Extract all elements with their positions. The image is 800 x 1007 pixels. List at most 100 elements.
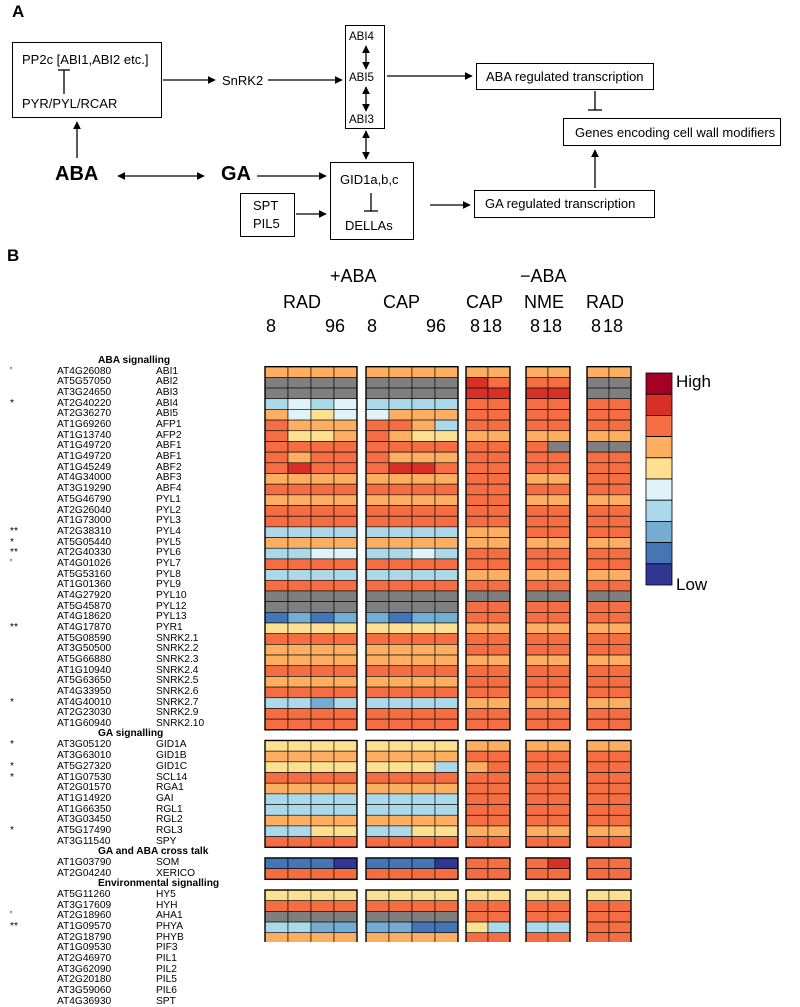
heatmap-cell [287, 836, 312, 848]
heatmap-cell [310, 932, 335, 942]
heatmap-block-border [525, 889, 571, 942]
heatmap-cell [310, 761, 335, 773]
heatmap-cell [365, 911, 390, 923]
heatmap-cell [547, 782, 571, 795]
group-nme-header: NME [524, 292, 564, 312]
heatmap-cell [525, 537, 549, 549]
aba-node: ABA [55, 163, 99, 185]
gene-name: HY5 [156, 889, 176, 900]
heatmap-cell [333, 451, 358, 464]
gene-name: SNRK2.2 [156, 643, 199, 655]
heatmap-cell [525, 547, 549, 560]
gene-name: PYL9 [156, 579, 181, 591]
heatmap-cell [586, 483, 610, 496]
heatmap-cell [388, 857, 413, 869]
heatmap-cell [411, 579, 436, 592]
heatmap-cell [434, 473, 459, 485]
heatmap-cell [264, 612, 289, 624]
heatmap-cell [547, 793, 571, 805]
heatmap-cell [465, 377, 489, 389]
heatmap-cell [264, 900, 289, 912]
heatmap-cell [411, 473, 436, 485]
heatmap-cell [333, 612, 358, 624]
heatmap-cell [608, 718, 632, 731]
heatmap-cell [287, 782, 312, 795]
heatmap-cell [547, 558, 571, 570]
tp-rad2-end: 18 [603, 316, 624, 336]
gene-id: AT2G23030 [57, 707, 112, 719]
gene-id: AT4G26080 [57, 365, 112, 377]
heatmap-cell [411, 793, 436, 805]
heatmap-cell [365, 387, 390, 400]
gene-name: SNRK2.6 [156, 686, 199, 698]
heatmap-cell [365, 793, 390, 805]
gene-id: AT5G57050 [57, 376, 112, 388]
heatmap-cell [333, 644, 358, 656]
heatmap-cell [264, 633, 289, 645]
heatmap-cell [434, 633, 459, 645]
heatmap-cell [608, 409, 632, 421]
heatmap-cell [547, 932, 571, 942]
heatmap-cell [525, 409, 549, 421]
heatmap-cell [465, 441, 489, 453]
heatmap-block-border [264, 365, 358, 731]
heatmap-cell [310, 547, 335, 560]
heatmap-cell [388, 772, 413, 784]
heatmap-cell [333, 633, 358, 645]
heatmap-cell [388, 782, 413, 795]
heatmap-cell [608, 697, 632, 709]
heatmap-cell [487, 590, 511, 602]
heatmap-cell [608, 612, 632, 624]
heatmap-block-border [586, 857, 632, 881]
heatmap-cell [434, 772, 459, 784]
heatmap-cell [388, 569, 413, 581]
heatmap-cell [264, 868, 289, 880]
heatmap-cell [365, 419, 390, 432]
gene-name: AHA1 [156, 910, 183, 922]
heatmap-cell [608, 665, 632, 677]
heatmap-cell [525, 676, 549, 688]
gene-id: AT1G49720 [57, 440, 112, 452]
heatmap-cell [465, 473, 489, 485]
heatmap-cell [465, 825, 489, 837]
gene-id: AT2G26040 [57, 504, 112, 516]
heatmap-cell [434, 900, 459, 912]
heatmap-cell [287, 451, 312, 464]
heatmap-cell [434, 494, 459, 506]
heatmap-cell [411, 515, 436, 528]
heatmap-cell [434, 547, 459, 560]
heatmap-cell [434, 793, 459, 805]
group-cap2-header: CAP [466, 292, 504, 312]
gene-name: XERICO [156, 867, 196, 879]
heatmap-cell [586, 558, 610, 570]
heatmap-cell [411, 633, 436, 645]
gene-name: ABI2 [156, 376, 179, 388]
heatmap-cell [465, 419, 489, 432]
heatmap-cell [310, 772, 335, 784]
heatmap-cell [547, 814, 571, 827]
panel-b-label: B [7, 246, 20, 265]
heatmap-cell [287, 697, 312, 709]
heatmap-cell [411, 676, 436, 688]
heatmap-cell [264, 921, 289, 934]
heatmap-cell [525, 868, 549, 880]
heatmap-cell [525, 505, 549, 517]
heatmap-cell [365, 761, 390, 773]
heatmap-cell [365, 601, 390, 613]
heatmap-cell [525, 387, 549, 400]
heatmap-cell [310, 911, 335, 923]
heatmap-block-border [465, 365, 511, 731]
heatmap-cell [333, 697, 358, 709]
heatmap-cell [547, 921, 571, 934]
gene-id: AT4G17870 [57, 622, 112, 633]
heatmap-cell [547, 579, 571, 592]
heatmap-cell [411, 761, 436, 773]
heatmap-cell [287, 932, 312, 942]
heatmap-cell [287, 590, 312, 602]
heatmap-cell [608, 793, 632, 805]
heatmap-cell [487, 430, 511, 442]
heatmap-cell [411, 932, 436, 942]
gene-name: PIL1 [156, 953, 177, 965]
heatmap-cell [547, 441, 571, 453]
heatmap-cell [333, 676, 358, 688]
